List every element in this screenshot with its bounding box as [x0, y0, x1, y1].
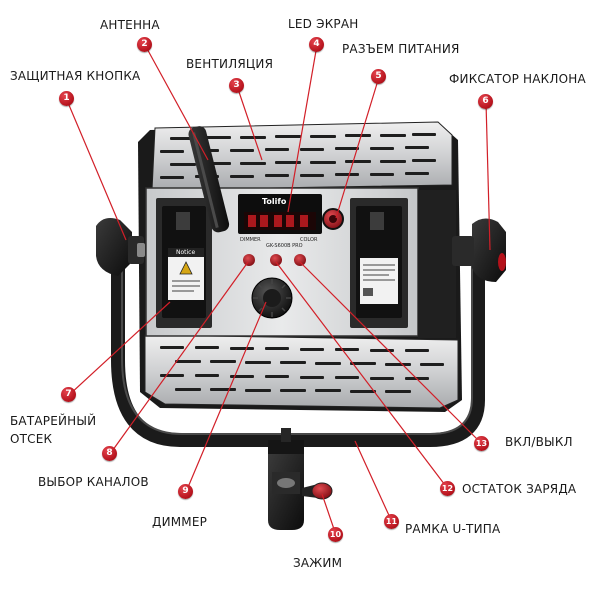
battery-level-button [270, 254, 282, 266]
leader-lines [65, 44, 491, 536]
callout-badge-5: 5 [371, 69, 386, 84]
callout-badge-9: 9 [178, 484, 193, 499]
power-switch-button [294, 254, 306, 266]
callout-badge-6: 6 [478, 94, 493, 109]
protect-button [137, 243, 145, 257]
callout-badge-11: 11 [384, 514, 399, 529]
mount-plate [268, 440, 304, 454]
vent-slots-bottom [160, 346, 444, 393]
u-frame [111, 243, 485, 447]
callout-badge-8: 8 [102, 446, 117, 461]
channel-select-button [243, 254, 255, 266]
callout-badge-4: 4 [309, 37, 324, 52]
callout-label-u-frame: РАМКА U-ТИПА [405, 522, 501, 536]
callout-label-power-connector: РАЗЪЕМ ПИТАНИЯ [342, 42, 460, 56]
callout-label-power-switch: ВКЛ/ВЫКЛ [505, 435, 573, 449]
antenna [188, 126, 230, 233]
brand-logo: Tolifo [262, 197, 287, 206]
model-text: GK-S600B PRO [266, 243, 303, 249]
left-hub [96, 218, 132, 276]
callout-badge-1: 1 [59, 91, 74, 106]
tilt-lock-knob [472, 218, 506, 282]
callout-label-channel-select: ВЫБОР КАНАЛОВ [38, 475, 149, 489]
callout-badge-3: 3 [229, 78, 244, 93]
callout-label-led-screen: LED ЭКРАН [288, 17, 359, 31]
callout-label-battery-line2: ОТСЕК [10, 432, 53, 446]
callout-label-dimmer: ДИММЕР [152, 515, 208, 529]
callout-label-ventilation: ВЕНТИЛЯЦИЯ [186, 57, 274, 71]
led-segments [248, 215, 308, 227]
callout-label-clamp: ЗАЖИМ [293, 556, 343, 570]
vent-bottom [144, 334, 459, 409]
callout-label-protect-button: ЗАЩИТНАЯ КНОПКА [10, 69, 141, 83]
callout-label-tilt-lock: ФИКСАТОР НАКЛОНА [449, 72, 586, 86]
callout-badge-13: 13 [474, 436, 489, 451]
callout-badge-7: 7 [61, 387, 76, 402]
vent-slots-top [160, 133, 436, 179]
callout-badge-12: 12 [440, 481, 455, 496]
callout-badge-2: 2 [137, 37, 152, 52]
color-text: COLOR [300, 237, 318, 243]
callout-badge-10: 10 [328, 527, 343, 542]
callout-label-battery-level: ОСТАТОК ЗАРЯДА [462, 482, 577, 496]
callout-label-antenna: АНТЕННА [100, 18, 160, 32]
callout-label-battery-line1: БАТАРЕЙНЫЙ [10, 414, 97, 428]
notice-text: Notice [176, 249, 196, 256]
dimmer-text: DIMMER [240, 237, 261, 243]
